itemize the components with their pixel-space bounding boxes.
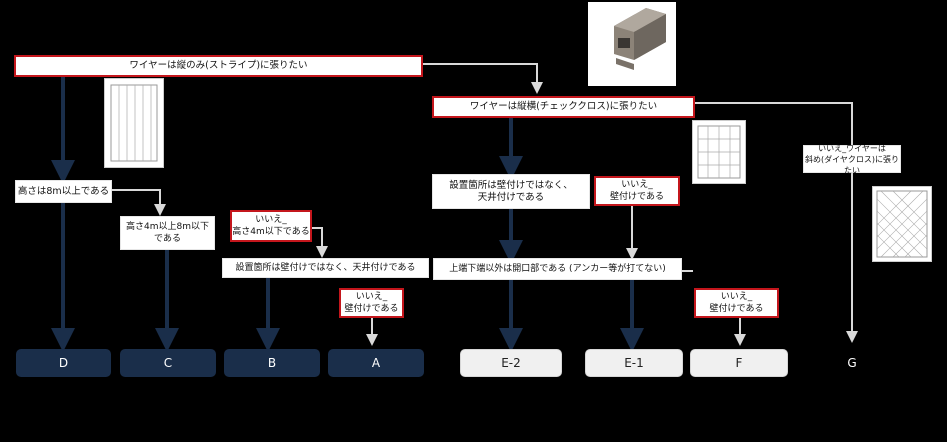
check-cross-wire-thumbnail [692, 120, 746, 184]
question-diagonal: いいえ_ワイヤーは 斜め(ダイヤクロス)に張りたい [803, 143, 901, 175]
arrow-check-to-G [695, 102, 858, 343]
question-check-cross: ワイヤーは縦横(チェッククロス)に張りたい [432, 96, 695, 118]
arrow-height8m-to-height4to8 [112, 189, 166, 216]
question-wall-left: 設置箇所は壁付けではなく、天井付けである [222, 258, 429, 278]
question-wall-right: 設置箇所は壁付けではなく、 天井付けである [432, 174, 590, 209]
question-wall-right-no: いいえ_ 壁付けである [594, 176, 680, 206]
result-A: A [328, 349, 424, 377]
question-height-8m: 高さは8m以上である [15, 180, 112, 203]
question-stripe: ワイヤーは縦のみ(ストライプ)に張りたい [14, 55, 423, 77]
result-E2: E-2 [460, 349, 562, 377]
result-E1: E-1 [585, 349, 683, 377]
question-height-4-to-8m: 高さ4m以上8m以下 である [120, 216, 215, 250]
result-F: F [690, 349, 788, 377]
question-wall-left-no: いいえ_ 壁付けである [339, 288, 404, 318]
diamond-cross-wire-thumbnail [872, 186, 932, 262]
arrow-stripe-to-check [423, 63, 543, 94]
result-C: C [120, 349, 216, 377]
result-G: G [836, 352, 868, 374]
question-anchor: 上端下端以外は開口部である (アンカー等が打てない) [433, 258, 682, 280]
result-D: D [16, 349, 111, 377]
result-B: B [224, 349, 320, 377]
arrow-height4no-to-wall-left [312, 227, 328, 258]
question-height-4m-no: いいえ_ 高さ4m以下である [230, 210, 312, 242]
stripe-wire-thumbnail [104, 78, 164, 168]
question-anchor-no: いいえ_ 壁付けである [694, 288, 779, 318]
rail-profile-image [588, 2, 676, 86]
